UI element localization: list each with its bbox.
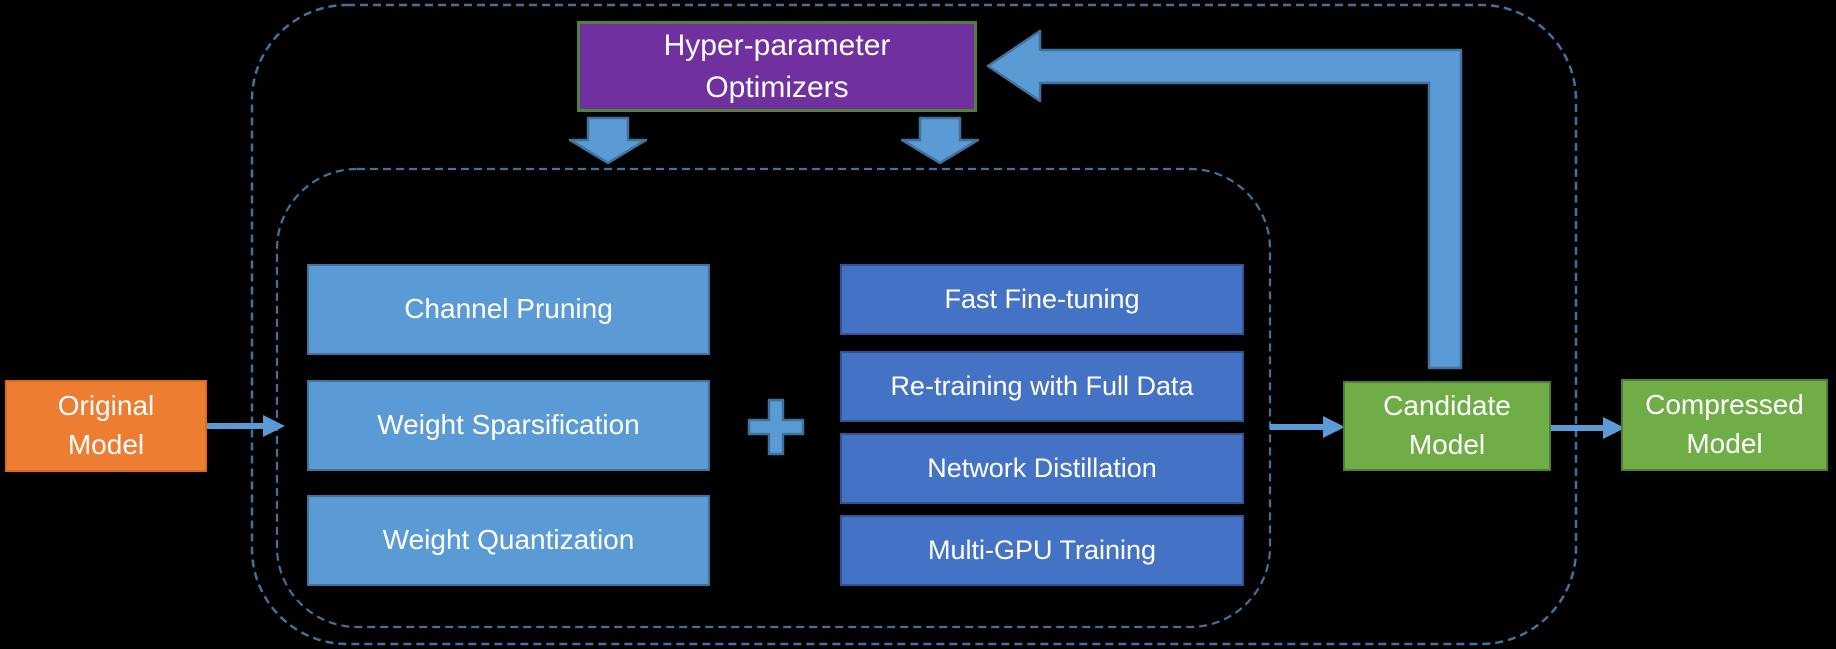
- training-method-network-distillation: Network Distillation: [840, 433, 1244, 504]
- compression-method-weight-quantization: Weight Quantization: [307, 495, 710, 586]
- candidate-model-node: Candidate Model: [1343, 381, 1551, 471]
- arrow-head: [1323, 416, 1345, 438]
- feedback-arrow: [986, 29, 1463, 370]
- compressed-model-node: Compressed Model: [1621, 379, 1828, 471]
- plus-icon: [747, 398, 805, 456]
- compression-method-channel-pruning: Channel Pruning: [307, 264, 710, 355]
- optimizer-down-arrow-left: [568, 116, 648, 165]
- hyperparameter-optimizers-node: Hyper-parameter Optimizers: [577, 21, 977, 112]
- arrow-original-to-methods: [207, 415, 285, 437]
- original-model-node: Original Model: [5, 380, 207, 472]
- arrow-head: [263, 415, 285, 437]
- training-method-re-training-full-data: Re-training with Full Data: [840, 351, 1244, 422]
- arrow-methods-to-candidate: [1270, 416, 1345, 438]
- training-method-fast-fine-tuning: Fast Fine-tuning: [840, 264, 1244, 335]
- compression-method-weight-sparsification: Weight Sparsification: [307, 380, 710, 471]
- arrow-head: [1603, 417, 1625, 439]
- outer-dashed-boundary: [250, 3, 1578, 646]
- inner-dashed-boundary: [275, 167, 1272, 629]
- optimizer-down-arrow-right: [900, 116, 980, 165]
- training-method-multi-gpu-training: Multi-GPU Training: [840, 515, 1244, 586]
- arrow-candidate-to-compressed: [1551, 417, 1625, 439]
